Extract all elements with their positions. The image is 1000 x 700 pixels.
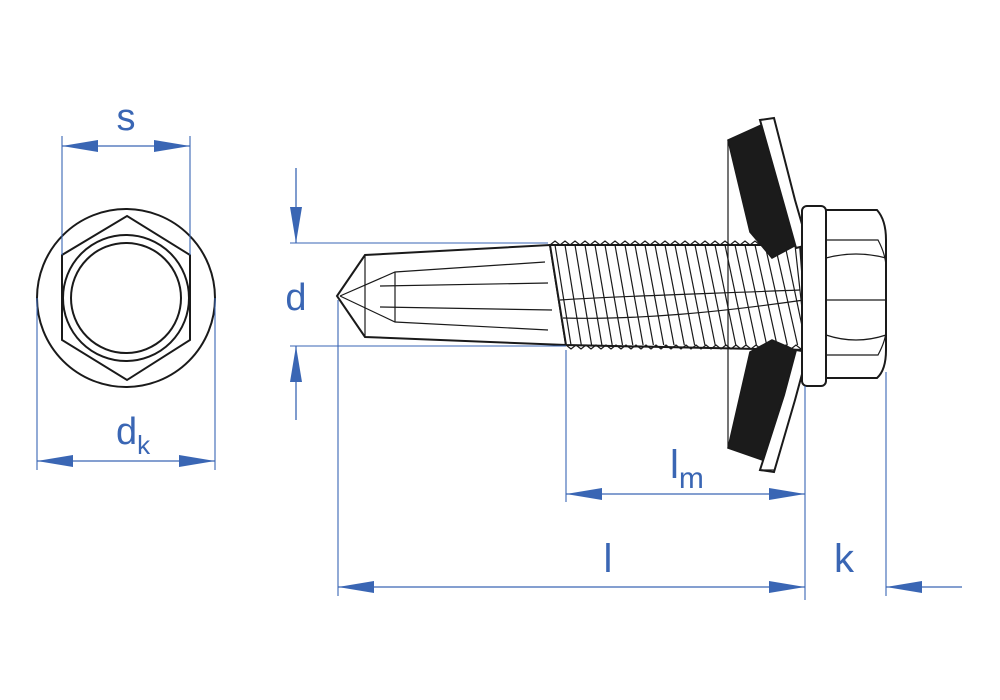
label-dk-main: d: [116, 411, 137, 453]
washer-circle-inner: [70, 242, 182, 354]
thread-flank-line: [714, 244, 737, 346]
hex-body: [825, 209, 887, 379]
thread-flank-line: [584, 244, 603, 346]
drill-point: [335, 243, 568, 347]
threaded-shank: [548, 240, 810, 352]
thread-flank-line: [574, 244, 593, 346]
label-lm-main: l: [670, 443, 679, 487]
thread-flank-line: [764, 244, 788, 346]
label-l: l: [604, 537, 613, 581]
thread-flank-line: [594, 244, 613, 346]
dimension-lm: lm: [565, 350, 806, 600]
thread-flanks: [554, 244, 807, 346]
thread-flank-line: [674, 244, 696, 346]
label-dk-sub: k: [137, 430, 151, 460]
thread-flank-line: [634, 244, 654, 346]
dimension-dk: dk: [36, 298, 216, 470]
label-lm-sub: m: [679, 462, 704, 495]
label-s: s: [117, 97, 136, 139]
flange-collar: [801, 205, 827, 387]
thread-flank-line: [564, 244, 582, 346]
thread-flank-line: [604, 244, 624, 346]
thread-flank-line: [744, 244, 768, 346]
thread-flank-line: [754, 244, 778, 346]
hex-head-end-view: [36, 208, 216, 388]
thread-flank-line: [774, 244, 799, 346]
label-d: d: [285, 277, 306, 319]
label-lm: lm: [670, 443, 704, 495]
screw-side-view: [335, 116, 887, 474]
dimension-l: l: [337, 300, 805, 596]
label-dk: dk: [116, 411, 151, 460]
thread-flank-line: [614, 244, 634, 346]
dimension-k: k: [834, 372, 962, 596]
thread-flank-line: [554, 244, 572, 346]
thread-flank-line: [624, 244, 644, 346]
thread-flank-line: [694, 244, 716, 346]
thread-flank-line: [684, 244, 706, 346]
dimension-d: d: [285, 168, 566, 420]
thread-flank-line: [734, 244, 757, 346]
dimension-s: s: [61, 97, 191, 255]
label-k: k: [834, 537, 855, 581]
hex-head-side: [801, 205, 887, 387]
thread-flank-line: [704, 244, 727, 346]
sealing-washer: [727, 116, 810, 474]
